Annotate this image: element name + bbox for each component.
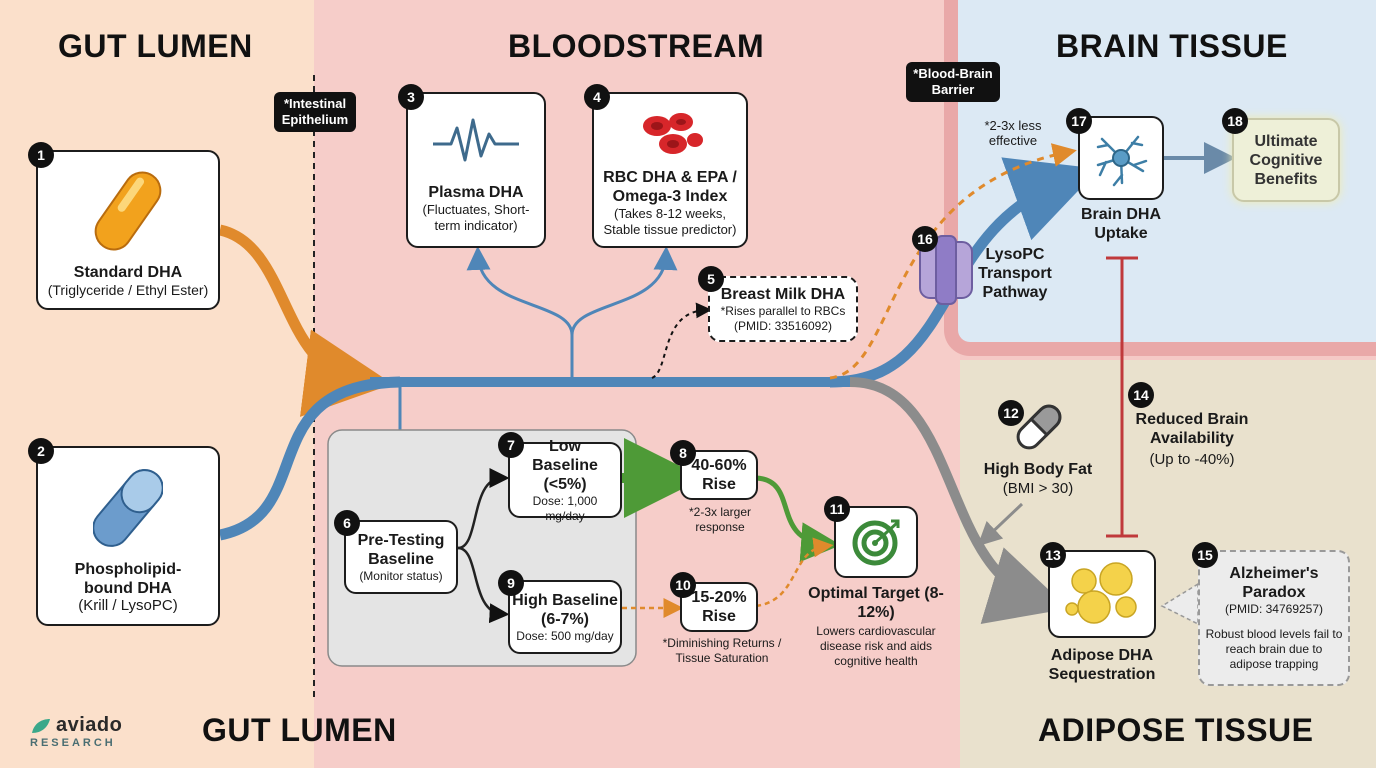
- note-larger-response: *2-3x larger response: [688, 505, 752, 534]
- badge-12: 12: [998, 400, 1024, 426]
- zone-title-adipose: ADIPOSE TISSUE: [1038, 712, 1314, 748]
- node-lysopc-title: LysoPC Transport Pathway: [978, 246, 1052, 301]
- aviado-logo: aviado RESEARCH: [30, 714, 122, 749]
- node-phospholipid-dha[interactable]: Phospholipid-bound DHA (Krill / LysoPC): [36, 446, 220, 626]
- flow-phospholipid-dha: [218, 376, 401, 541]
- node-low-baseline-title: Low Baseline (<5%): [532, 437, 598, 493]
- node-high-body-fat-title: High Body Fat: [983, 461, 1093, 478]
- node-standard-dha-sub: (Triglyceride / Ethyl Ester): [47, 282, 209, 298]
- node-reduced-brain-title: Reduced Brain Availability: [1135, 411, 1249, 447]
- node-brain-uptake-title: Brain DHA Uptake: [1080, 206, 1161, 242]
- node-pre-testing-baseline[interactable]: Pre-Testing Baseline (Monitor status): [344, 520, 458, 594]
- zone-title-gut-bottom: GUT LUMEN: [202, 712, 397, 748]
- node-standard-dha[interactable]: Standard DHA (Triglyceride / Ethyl Ester…: [36, 150, 220, 310]
- badge-9: 9: [498, 570, 524, 596]
- waveform-icon: [433, 118, 519, 162]
- node-adipose-sequestration-icon-box[interactable]: [1048, 550, 1156, 638]
- neuron-icon: [1096, 135, 1148, 187]
- node-ultimate-cognitive-benefits[interactable]: Ultimate Cognitive Benefits: [1232, 118, 1340, 202]
- pill-icon: [1016, 404, 1062, 450]
- node-pre-testing-title: Pre-Testing Baseline: [357, 531, 445, 568]
- node-alzheimers-pmid: (PMID: 34769257): [1224, 602, 1324, 616]
- node-rise-40-60[interactable]: 40-60% Rise: [680, 450, 758, 500]
- branch-to-breast-milk: [651, 302, 712, 379]
- badge-7: 7: [498, 432, 524, 458]
- node-breast-milk[interactable]: Breast Milk DHA *Rises parallel to RBCs …: [708, 276, 858, 342]
- badge-16: 16: [912, 226, 938, 252]
- membrane-channel-icon: [919, 235, 973, 305]
- branch-to-high-baseline: [457, 546, 510, 624]
- badge-4: 4: [584, 84, 610, 110]
- node-optimal-target-icon-box[interactable]: [834, 506, 918, 578]
- flow-saturation-to-target: [755, 537, 834, 608]
- leaf-icon: [32, 718, 50, 733]
- node-low-baseline[interactable]: Low Baseline (<5%) Dose: 1,000 mg/day: [508, 438, 622, 523]
- node-breast-milk-title: Breast Milk DHA: [720, 285, 846, 303]
- blood-brain-barrier-label: *Blood-Brain Barrier: [906, 62, 1000, 102]
- badge-13: 13: [1040, 542, 1066, 568]
- node-reduced-brain-sub: (Up to -40%): [1149, 451, 1235, 468]
- red-blood-cells-icon: [643, 113, 703, 154]
- node-optimal-target-title: Optimal Target (8-12%): [808, 585, 944, 621]
- badge-14: 14: [1128, 382, 1154, 408]
- node-rbc-omega3-sub: (Takes 8-12 weeks, Stable tissue predict…: [603, 206, 737, 237]
- gut-lumen-zone: [0, 0, 314, 768]
- badge-8: 8: [670, 440, 696, 466]
- node-phospholipid-dha-sub: (Krill / LysoPC): [78, 597, 178, 614]
- target-icon: [852, 519, 900, 566]
- intestinal-epithelium-label: *Intestinal Epithelium: [274, 92, 356, 132]
- flow-rise-to-target: [755, 475, 841, 563]
- node-rbc-omega3-title: RBC DHA & EPA / Omega-3 Index: [603, 169, 737, 205]
- logo-name: aviado: [56, 714, 123, 736]
- node-ultimate-benefits-title: Ultimate Cognitive Benefits: [1249, 132, 1323, 188]
- badge-6: 6: [334, 510, 360, 536]
- branch-to-plasma: [466, 246, 574, 380]
- note-diminishing-returns: *Diminishing Returns / Tissue Saturation: [662, 636, 782, 665]
- badge-15: 15: [1192, 542, 1218, 568]
- branch-to-low-baseline: [457, 468, 510, 550]
- node-high-baseline-sub: Dose: 500 mg/day: [516, 628, 614, 643]
- blue-capsule-icon: [93, 469, 163, 547]
- zone-title-gut-top: GUT LUMEN: [58, 28, 253, 64]
- node-high-baseline[interactable]: High Baseline (6-7%) Dose: 500 mg/day: [508, 580, 622, 654]
- node-high-body-fat-sub: (BMI > 30): [1002, 480, 1074, 497]
- fat-cells-icon: [1065, 562, 1137, 624]
- flow-standard-to-brain: [829, 143, 1077, 380]
- node-alzheimers-title: Alzheimer's Paradox: [1229, 565, 1319, 601]
- node-rise-40-60-title: 40-60% Rise: [691, 457, 747, 493]
- node-adipose-sequestration-title: Adipose DHA Sequestration: [1048, 647, 1156, 683]
- node-low-baseline-sub: Dose: 1,000 mg/day: [532, 493, 598, 523]
- node-plasma-dha-sub: (Fluctuates, Short-term indicator): [422, 202, 530, 233]
- flow-to-adipose: [849, 377, 1069, 624]
- node-rise-15-20-title: 15-20% Rise: [691, 589, 747, 625]
- badge-3: 3: [398, 84, 424, 110]
- note-less-effective: *2-3x less effective: [984, 118, 1042, 148]
- node-standard-dha-title: Standard DHA: [73, 264, 183, 281]
- node-rbc-omega3[interactable]: RBC DHA & EPA / Omega-3 Index (Takes 8-1…: [592, 92, 748, 248]
- flow-standard-dha: [218, 224, 393, 417]
- node-plasma-dha[interactable]: Plasma DHA (Fluctuates, Short-term indic…: [406, 92, 546, 248]
- node-pre-testing-sub: (Monitor status): [359, 568, 443, 583]
- node-optimal-target-sub: Lowers cardiovascular disease risk and a…: [816, 624, 936, 668]
- branch-to-rbc: [570, 246, 678, 336]
- yellow-capsule-icon: [94, 171, 162, 251]
- node-phospholipid-dha-title: Phospholipid-bound DHA: [74, 561, 182, 597]
- zone-title-brain: BRAIN TISSUE: [1056, 28, 1288, 64]
- node-plasma-dha-title: Plasma DHA: [428, 184, 524, 201]
- badge-18: 18: [1222, 108, 1248, 134]
- badge-1: 1: [28, 142, 54, 168]
- node-alzheimers-paradox[interactable]: Alzheimer's Paradox (PMID: 34769257) Rob…: [1198, 550, 1350, 686]
- node-brain-uptake-icon-box[interactable]: [1078, 116, 1164, 200]
- badge-5: 5: [698, 266, 724, 292]
- flow-bodyfat-to-adipose: [977, 502, 1024, 547]
- badge-10: 10: [670, 572, 696, 598]
- node-alzheimers-sub: Robust blood levels fail to reach brain …: [1205, 627, 1343, 671]
- logo-sub: RESEARCH: [30, 737, 116, 749]
- badge-17: 17: [1066, 108, 1092, 134]
- badge-11: 11: [824, 496, 850, 522]
- zone-title-bloodstream: BLOODSTREAM: [508, 28, 765, 64]
- node-high-baseline-title: High Baseline (6-7%): [512, 591, 618, 628]
- node-breast-milk-sub: *Rises parallel to RBCs (PMID: 33516092): [720, 303, 846, 333]
- badge-2: 2: [28, 438, 54, 464]
